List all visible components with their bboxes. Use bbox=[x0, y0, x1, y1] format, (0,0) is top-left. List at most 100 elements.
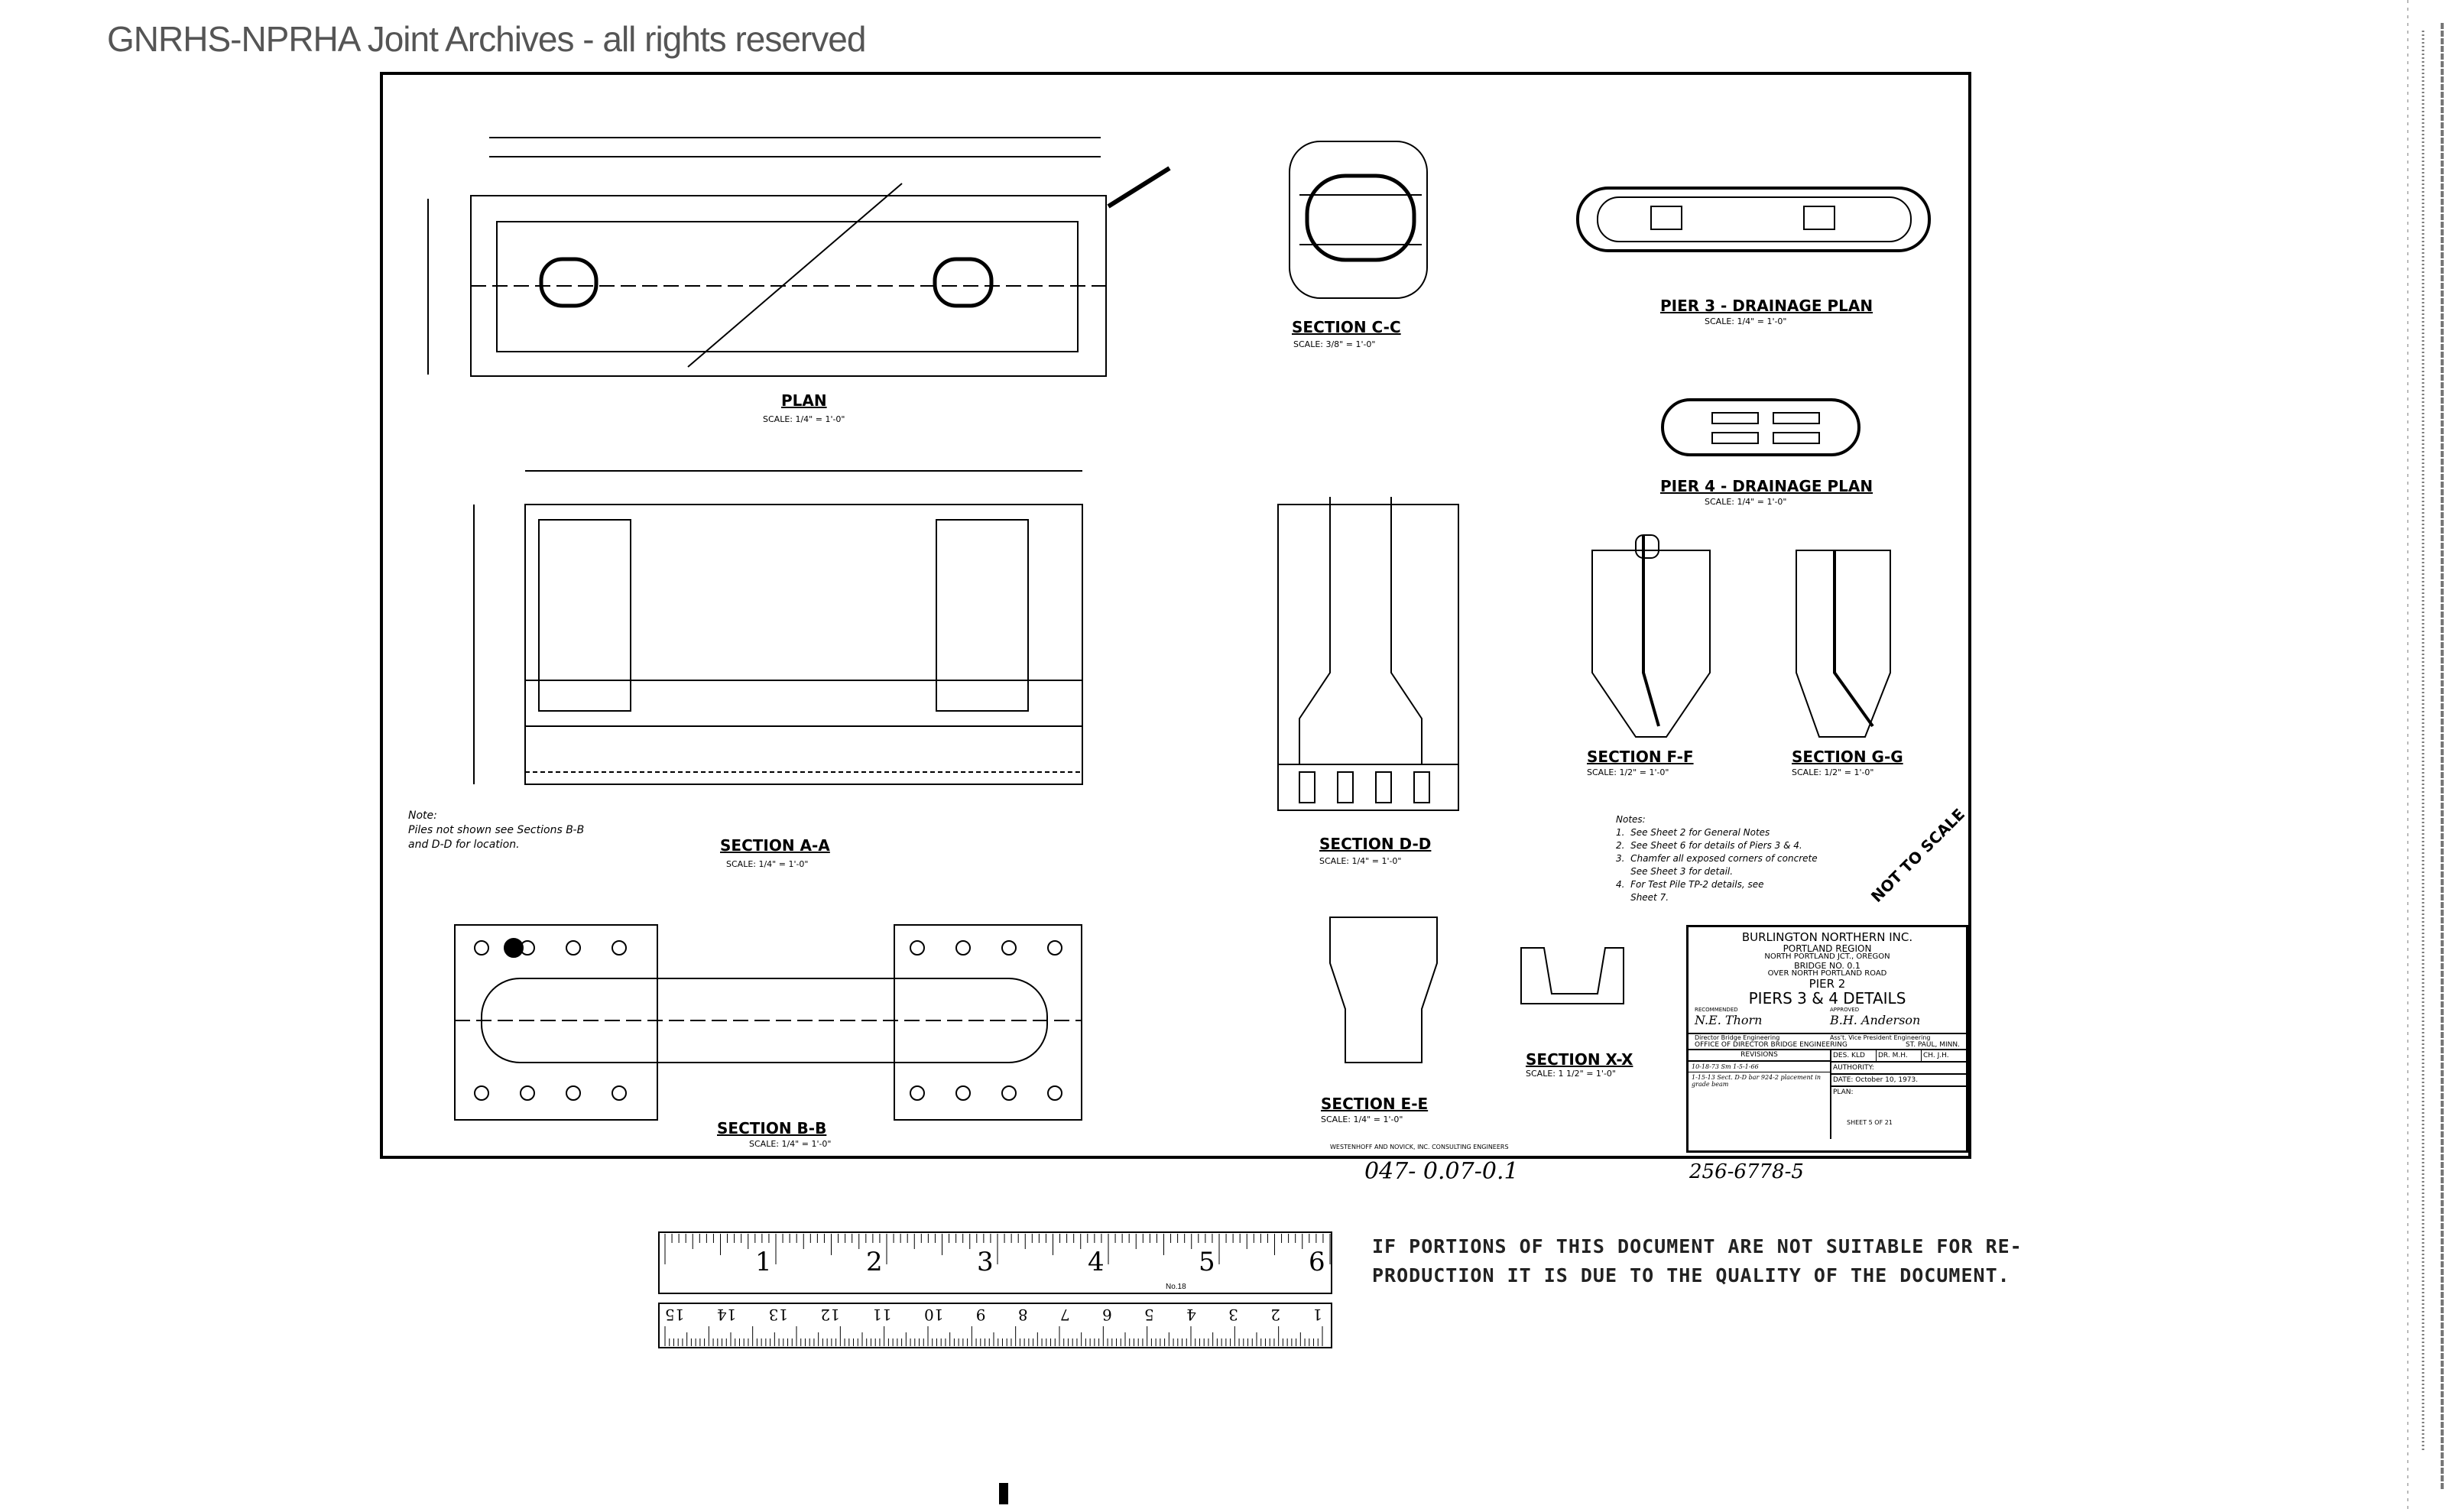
note-item: 1. See Sheet 2 for General Notes bbox=[1616, 827, 1770, 838]
approved-label: APPROVED bbox=[1830, 1006, 1860, 1013]
drawing-number-left: 047- 0.07-0.1 bbox=[1364, 1158, 1519, 1185]
section-gg-view bbox=[1796, 550, 1891, 738]
reproduction-disclaimer: IF PORTIONS OF THIS DOCUMENT ARE NOT SUI… bbox=[1372, 1235, 2023, 1286]
pier3-drainage-view bbox=[1576, 187, 1931, 252]
note-item: 2. See Sheet 6 for details of Piers 3 & … bbox=[1616, 840, 1802, 851]
section-ee-scale: SCALE: 1/4" = 1'-0" bbox=[1321, 1115, 1403, 1124]
pier4-drainage-scale: SCALE: 1/4" = 1'-0" bbox=[1705, 497, 1787, 507]
revision-entry: 10-18-73 Sm 1-5-1-66 bbox=[1689, 1062, 1830, 1073]
location: NORTH PORTLAND JCT., OREGON bbox=[1764, 952, 1890, 962]
ruler-cm-label: 7 bbox=[1059, 1306, 1070, 1324]
plan-view bbox=[427, 137, 1171, 377]
left-note: Note: Piles not shown see Sections B-B an… bbox=[408, 809, 584, 852]
section-gg-scale: SCALE: 1/2" = 1'-0" bbox=[1792, 767, 1874, 777]
plan-field: PLAN: bbox=[1833, 1088, 1854, 1096]
notes-heading: Notes: bbox=[1616, 814, 1646, 825]
authority: AUTHORITY: bbox=[1831, 1063, 1966, 1075]
pier3-drainage-title: PIER 3 - DRAINAGE PLAN bbox=[1660, 297, 1873, 315]
section-aa-view bbox=[473, 470, 1083, 785]
date: DATE: October 10, 1973. bbox=[1831, 1075, 1966, 1087]
scan-mark bbox=[999, 1483, 1008, 1504]
section-bb-view bbox=[454, 924, 1082, 1121]
drawing-border bbox=[380, 72, 1971, 1159]
ruler-label: 4 bbox=[1088, 1247, 1105, 1277]
section-xx-view bbox=[1520, 947, 1624, 1004]
ruler-cm-label: 15 bbox=[665, 1306, 685, 1324]
ruler-cm-label: 1 bbox=[1312, 1306, 1322, 1324]
section-cc-scale: SCALE: 3/8" = 1'-0" bbox=[1293, 339, 1376, 349]
city: ST. PAUL, MINN. bbox=[1906, 1040, 1960, 1049]
approved-role: Ass't. Vice President Engineering bbox=[1830, 1033, 1931, 1041]
section-ff-scale: SCALE: 1/2" = 1'-0" bbox=[1587, 767, 1669, 777]
ruler-label: 2 bbox=[866, 1247, 883, 1277]
pier4-drainage-title: PIER 4 - DRAINAGE PLAN bbox=[1660, 477, 1873, 495]
section-aa-title: SECTION A-A bbox=[720, 836, 830, 855]
ruler-cm-label: 3 bbox=[1228, 1306, 1238, 1324]
section-cc-title: SECTION C-C bbox=[1292, 318, 1401, 336]
region: PORTLAND REGION bbox=[1783, 943, 1872, 954]
ruler-label: 1 bbox=[755, 1247, 772, 1277]
plan-title: PLAN bbox=[781, 391, 827, 410]
ruler-cm-label: 2 bbox=[1270, 1306, 1280, 1324]
section-ee-view bbox=[1329, 917, 1438, 1063]
note-item: 4. For Test Pile TP-2 details, see Sheet… bbox=[1616, 879, 1764, 903]
company-name: BURLINGTON NORTHERN INC. bbox=[1741, 930, 1913, 944]
section-xx-title: SECTION X-X bbox=[1526, 1050, 1633, 1069]
revision-entry: 1-15-13 Sect. D-D bar 924-2 placement in… bbox=[1692, 1074, 1822, 1089]
ruler-label: 3 bbox=[977, 1247, 994, 1277]
ruler-cm-label: 4 bbox=[1186, 1306, 1196, 1324]
bridge-number: BRIDGE NO. 0.1 bbox=[1794, 960, 1860, 971]
section-xx-scale: SCALE: 1 1/2" = 1'-0" bbox=[1526, 1069, 1616, 1079]
archive-header: GNRHS-NPRHA Joint Archives - all rights … bbox=[107, 19, 866, 59]
note-item: 3. Chamfer all exposed corners of concre… bbox=[1616, 853, 1818, 877]
ruler-cm-label: 8 bbox=[1017, 1306, 1028, 1324]
section-aa-scale: SCALE: 1/4" = 1'-0" bbox=[726, 859, 809, 869]
recommended-role: Director Bridge Engineering bbox=[1695, 1033, 1780, 1041]
drawing-number-right: 256-6778-5 bbox=[1689, 1160, 1804, 1183]
ruler-label: 5 bbox=[1199, 1247, 1215, 1277]
ruler-cm-label: 5 bbox=[1144, 1306, 1154, 1324]
sheet-number: SHEET 5 OF 21 bbox=[1847, 1118, 1893, 1126]
general-notes: Notes: 1. See Sheet 2 for General Notes 2.… bbox=[1616, 813, 1818, 904]
section-cc-view bbox=[1289, 141, 1428, 299]
ruler-cm-label: 9 bbox=[975, 1306, 986, 1324]
consultant: WESTENHOFF AND NOVICK, INC. CONSULTING E… bbox=[1330, 1144, 1509, 1150]
title-block: BURLINGTON NORTHERN INC. PORTLAND REGION… bbox=[1686, 925, 1968, 1153]
section-dd-scale: SCALE: 1/4" = 1'-0" bbox=[1319, 856, 1402, 866]
section-gg-title: SECTION G-G bbox=[1792, 748, 1903, 766]
pier3-drainage-scale: SCALE: 1/4" = 1'-0" bbox=[1705, 316, 1787, 326]
designer: DES. KLD bbox=[1833, 1051, 1865, 1059]
ruler-cm-label: 14 bbox=[716, 1306, 737, 1324]
revisions-label: REVISIONS bbox=[1689, 1050, 1830, 1063]
drawing-subtitle: PIERS 3 & 4 DETAILS bbox=[1748, 988, 1906, 1007]
section-dd-view bbox=[1277, 497, 1459, 811]
recommended-signature-mark: N.E. Thorn bbox=[1695, 1012, 1763, 1027]
right-edge-scan-noise bbox=[2407, 0, 2444, 1512]
ruler-cm-label: 10 bbox=[923, 1306, 944, 1324]
plan-scale: SCALE: 1/4" = 1'-0" bbox=[763, 414, 845, 424]
over-road: OVER NORTH PORTLAND ROAD bbox=[1767, 969, 1887, 978]
section-ff-title: SECTION F-F bbox=[1587, 748, 1694, 766]
ruler-label: 6 bbox=[1309, 1247, 1325, 1277]
drafter: DR. M.H. bbox=[1876, 1050, 1921, 1061]
ruler-brand-label: No.18 bbox=[1166, 1283, 1186, 1291]
pier-title: PIER 2 bbox=[1809, 976, 1846, 991]
left-note-text: Piles not shown see Sections B-B and D-D… bbox=[408, 824, 585, 851]
pier4-drainage-view bbox=[1661, 398, 1860, 456]
approved-signature-mark: B.H. Anderson bbox=[1830, 1012, 1921, 1027]
section-bb-scale: SCALE: 1/4" = 1'-0" bbox=[749, 1139, 832, 1149]
ruler-cm-label: 12 bbox=[820, 1306, 840, 1324]
section-ee-title: SECTION E-E bbox=[1321, 1095, 1429, 1113]
ruler-cm-label: 6 bbox=[1101, 1306, 1112, 1324]
ruler-cm-label: 13 bbox=[768, 1306, 789, 1324]
recommended-label: RECOMMENDED bbox=[1695, 1006, 1738, 1013]
left-note-heading: Note: bbox=[408, 810, 437, 822]
section-dd-title: SECTION D-D bbox=[1319, 835, 1432, 853]
checker: CH. J.H. bbox=[1921, 1050, 1966, 1061]
ruler-cm-label: 11 bbox=[872, 1306, 892, 1324]
section-bb-title: SECTION B-B bbox=[717, 1119, 827, 1137]
